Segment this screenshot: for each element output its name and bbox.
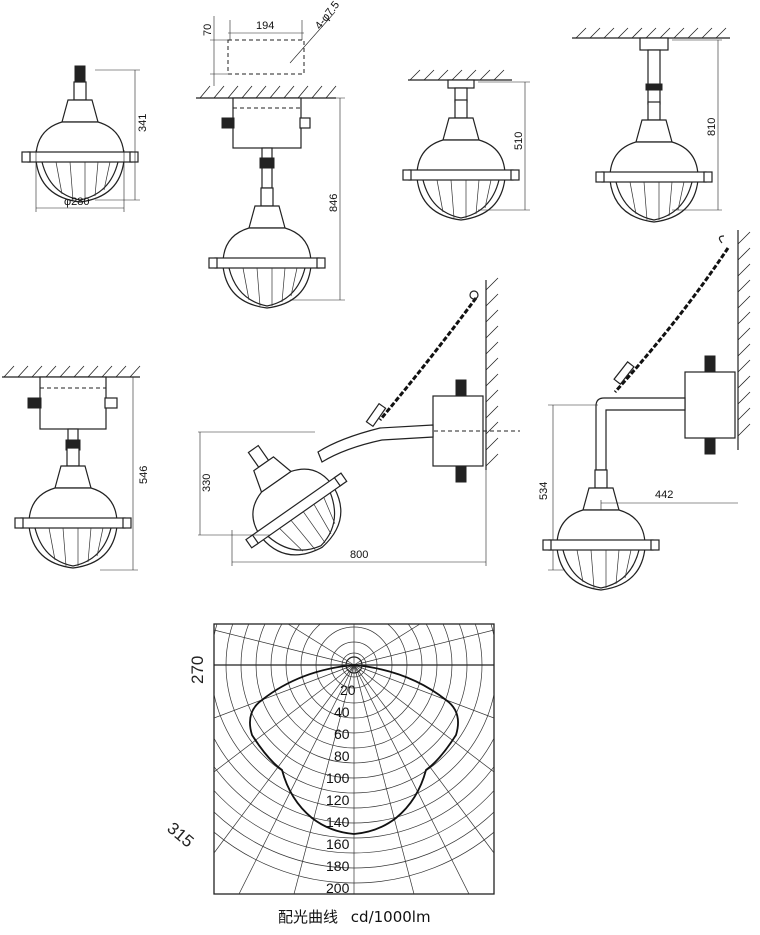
dim-phi280: φ280: [64, 196, 90, 208]
lamp-view-2: 70 194 4-φ7.5 846: [196, 0, 345, 309]
ring-label-200: 200: [326, 880, 350, 896]
lamp-view-6: 330 800: [198, 277, 520, 582]
chain: [378, 297, 478, 421]
dim-810: 810: [706, 118, 718, 136]
light-distribution-curve: [249, 664, 459, 835]
junction-box: [684, 371, 736, 439]
caption-title: 配光曲线: [278, 908, 339, 926]
dim-510: 510: [513, 132, 525, 150]
lamp-view-1: 341 φ280: [21, 65, 149, 212]
angle-label-315: 315: [163, 819, 197, 852]
dim-hole: 4-φ7.5: [313, 0, 342, 32]
junction-box: [39, 376, 107, 430]
ring-label-80: 80: [334, 748, 350, 764]
lamp-view-4: 810: [572, 27, 730, 223]
ring-label-160: 160: [326, 836, 350, 852]
cable-gland-icon: [74, 65, 86, 83]
dim-800: 800: [350, 549, 368, 561]
ring-label-100: 100: [326, 770, 350, 786]
ring-label-60: 60: [334, 726, 350, 742]
cable-gland-icon: [27, 397, 42, 409]
ring-label-180: 180: [326, 858, 350, 874]
dim-341: 341: [137, 114, 149, 132]
dim-330: 330: [201, 474, 213, 492]
diagram-caption: 配光曲线 cd/1000lm: [278, 906, 431, 927]
dim-534: 534: [538, 482, 550, 500]
ring-labels: 20 40 60 80 100 120 140 160 180 200: [326, 682, 356, 896]
dim-194: 194: [256, 20, 274, 32]
ring-label-40: 40: [334, 704, 350, 720]
dim-70: 70: [202, 24, 214, 36]
lamp-view-7: 534 442: [538, 230, 751, 591]
lamp-view-3: 510: [402, 69, 530, 221]
mounting-plate: [227, 39, 305, 75]
ring-label-140: 140: [326, 814, 350, 830]
angle-label-270: 270: [188, 656, 207, 684]
lamp-view-5: 546: [2, 365, 150, 571]
caption-unit: cd/1000lm: [350, 908, 431, 926]
junction-box: [232, 97, 302, 149]
polar-diagram: 20 40 60 80 100 120 140 160 180 200 270 …: [163, 623, 495, 896]
dim-546: 546: [138, 466, 150, 484]
dim-846: 846: [328, 194, 340, 212]
cable-gland-icon: [221, 117, 235, 129]
dim-442: 442: [655, 489, 673, 501]
ring-label-120: 120: [326, 792, 350, 808]
chain: [613, 247, 730, 394]
ring-label-20: 20: [340, 682, 356, 698]
